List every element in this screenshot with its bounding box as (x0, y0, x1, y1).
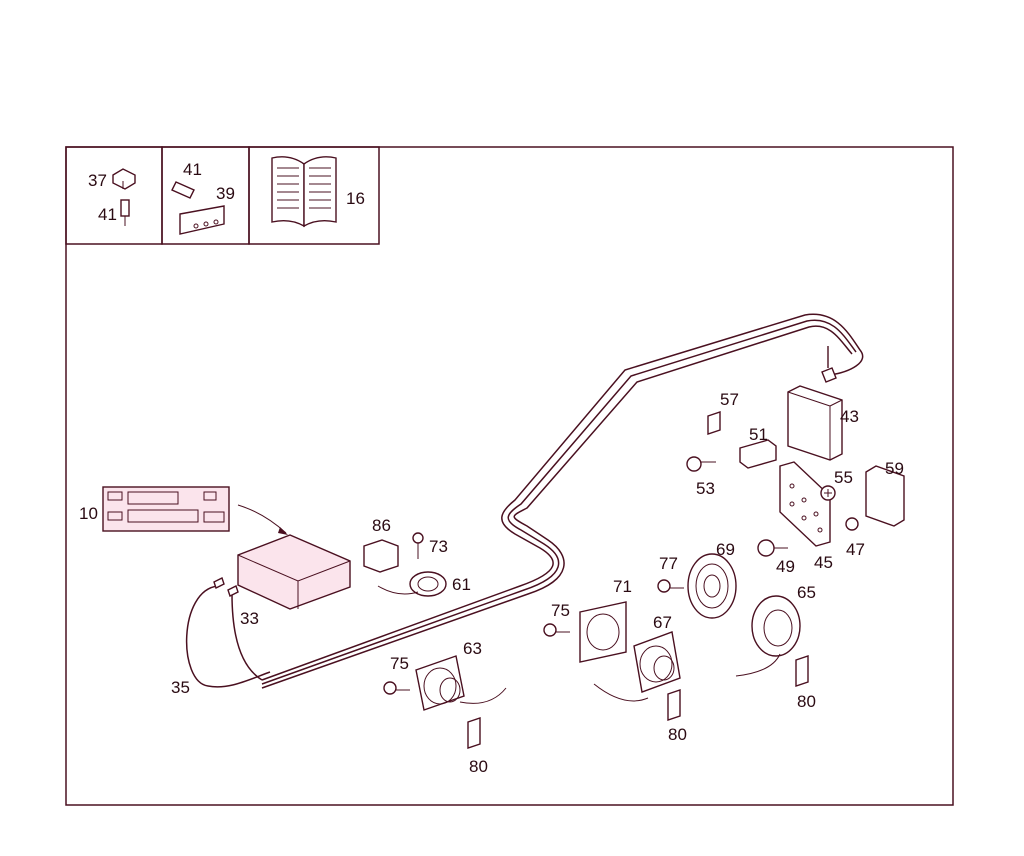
callout-43[interactable]: 43 (840, 407, 859, 426)
callout-37[interactable]: 37 (88, 171, 107, 190)
callout-33[interactable]: 33 (240, 609, 259, 628)
bracket-51[interactable] (739, 439, 777, 469)
screw-49[interactable] (757, 539, 788, 557)
callout-80-left[interactable]: 80 (469, 757, 488, 776)
callout-65[interactable]: 65 (797, 583, 816, 602)
callout-73[interactable]: 73 (429, 537, 448, 556)
callout-57[interactable]: 57 (720, 390, 739, 409)
callout-45[interactable]: 45 (814, 553, 833, 572)
leader-arrow (237, 504, 287, 534)
clip-80-a[interactable] (467, 717, 481, 749)
callout-71[interactable]: 71 (613, 577, 632, 596)
speaker-grille-69[interactable] (687, 553, 737, 619)
relay-86[interactable] (363, 539, 399, 573)
callout-39[interactable]: 39 (216, 184, 235, 203)
callout-69[interactable]: 69 (716, 540, 735, 559)
callout-55[interactable]: 55 (834, 468, 853, 487)
callout-41-box-a[interactable]: 41 (98, 205, 117, 224)
callout-86[interactable]: 86 (372, 516, 391, 535)
callout-51[interactable]: 51 (749, 425, 768, 444)
radio-housing[interactable] (237, 534, 351, 610)
screw-73[interactable] (412, 532, 424, 559)
arrow-head-icon (278, 527, 288, 535)
callout-75-lower[interactable]: 75 (390, 654, 409, 673)
callout-80-right[interactable]: 80 (797, 692, 816, 711)
speaker-67[interactable] (593, 631, 681, 702)
callout-80-middle[interactable]: 80 (668, 725, 687, 744)
callout-47[interactable]: 47 (846, 540, 865, 559)
rivet-47[interactable] (845, 517, 859, 531)
screw-55[interactable] (820, 485, 836, 501)
bulb-icon (171, 181, 195, 199)
callout-49[interactable]: 49 (776, 557, 795, 576)
main-wire-harness[interactable] (261, 313, 864, 689)
screw-77[interactable] (657, 579, 684, 593)
callout-16[interactable]: 16 (346, 189, 365, 208)
clip-57[interactable] (707, 411, 721, 435)
diagram-frame (65, 146, 954, 806)
screw-75-upper[interactable] (543, 623, 570, 637)
callout-77[interactable]: 77 (659, 554, 678, 573)
callout-10[interactable]: 10 (79, 504, 98, 523)
speaker-65[interactable] (735, 595, 801, 677)
callout-75-upper[interactable]: 75 (551, 601, 570, 620)
callout-67[interactable]: 67 (653, 613, 672, 632)
flat-module[interactable] (865, 465, 905, 527)
screw-53[interactable] (686, 456, 716, 472)
radio-head-unit[interactable] (102, 486, 230, 532)
callout-63[interactable]: 63 (463, 639, 482, 658)
callout-59[interactable]: 59 (885, 459, 904, 478)
legend-box-16[interactable] (248, 146, 380, 245)
callout-35[interactable]: 35 (171, 678, 190, 697)
speaker-63[interactable] (415, 655, 507, 711)
callout-41-box-b[interactable]: 41 (183, 160, 202, 179)
legend-box-37-41[interactable] (65, 146, 163, 245)
tweeter-61[interactable] (377, 571, 447, 597)
screw-75-lower[interactable] (383, 681, 410, 695)
manual-book-icon (271, 156, 337, 228)
clip-part-icon (112, 168, 136, 190)
legend-box-41-39[interactable] (161, 146, 250, 245)
clip-80-c[interactable] (795, 655, 809, 687)
clip-80-b[interactable] (667, 689, 681, 721)
control-module[interactable] (787, 385, 843, 461)
callout-61[interactable]: 61 (452, 575, 471, 594)
antenna-cable[interactable] (185, 577, 271, 688)
mounting-bracket[interactable] (779, 461, 831, 547)
speaker-71[interactable] (579, 601, 627, 663)
callout-53[interactable]: 53 (696, 479, 715, 498)
switch-block-icon (179, 205, 225, 235)
bulb-socket-icon (120, 199, 130, 226)
